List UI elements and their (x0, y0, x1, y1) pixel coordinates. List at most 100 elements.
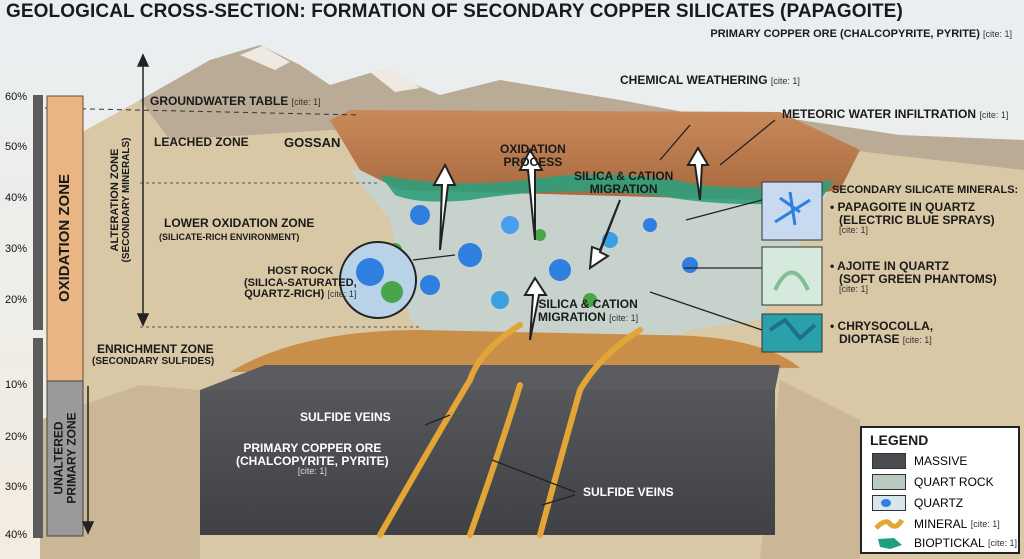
primary-ore-label: PRIMARY COPPER ORE (CHALCOPYRITE, PYRITE… (236, 442, 389, 477)
meteoric-text: METEORIC WATER INFILTRATION (782, 107, 976, 121)
host-rock-line1: HOST ROCK (267, 265, 334, 277)
tick-label: 30% (5, 243, 28, 255)
tick-label: 20% (5, 431, 28, 443)
alteration-zone-label: ALTERATION ZONE (SECONDARY MINERALS) (108, 137, 132, 263)
tick-label: 10% (5, 379, 28, 391)
unaltered-line1: UNALTERED (51, 421, 66, 495)
lower-oxidation-sub: (SILICATE-RICH ENVIRONMENT) (159, 232, 300, 242)
legend-label: MASSIVE (914, 454, 968, 468)
legend: LEGEND MASSIVE QUART ROCK QUARTZ MINERAL… (860, 426, 1020, 554)
lower-oxidation-label: LOWER OXIDATION ZONE (164, 216, 315, 230)
primary-zone-bar (46, 380, 84, 537)
chemical-weathering-label: CHEMICAL WEATHERING [cite: 1] (620, 74, 800, 87)
oxidation-process-line1: OXIDATION (500, 142, 566, 156)
ajoite-line2: (SOFT GREEN PHANTOMS) (839, 271, 997, 286)
host-rock-line3-text: QUARTZ-RICH) (244, 288, 325, 301)
tick-label: 40% (5, 529, 28, 541)
quartz-rock-swatch (872, 474, 906, 490)
ajoite-callout: • AJOITE IN QUARTZ (SOFT GREEN PHANTOMS)… (830, 259, 997, 295)
primary-ore-block (200, 390, 775, 535)
legend-item: QUART ROCK (872, 473, 994, 491)
tick-label: 60% (5, 91, 28, 103)
subtitle: PRIMARY COPPER ORE (CHALCOPYRITE, PYRITE… (710, 28, 1012, 41)
papagoite-callout: • PAPAGOITE IN QUARTZ (ELECTRIC BLUE SPR… (830, 200, 995, 236)
sulfide-veins-right-label: SULFIDE VEINS (583, 485, 674, 499)
legend-item: MASSIVE (872, 452, 967, 470)
legend-cite: [cite: 1] (970, 519, 1000, 529)
depth-scale-lower (33, 338, 43, 538)
silica-bottom-line1: SILICA & CATION (538, 297, 638, 311)
chrysocolla-callout: • CHRYSOCOLLA, DIOPTASE [cite: 1] (830, 319, 934, 346)
groundwater-table-label: GROUNDWATER TABLE [cite: 1] (150, 95, 321, 108)
primary-zone-arrow (81, 386, 95, 535)
ajoite-line1: AJOITE IN QUARTZ (837, 259, 950, 273)
legend-title: LEGEND (870, 432, 929, 448)
tick-label: 30% (5, 481, 28, 493)
alteration-line1: ALTERATION ZONE (108, 148, 121, 252)
bioptickal-swatch (872, 535, 906, 551)
gossan-label: GOSSAN (284, 135, 341, 150)
primary-ore-line1: PRIMARY COPPER ORE (243, 441, 382, 455)
legend-label: QUART ROCK (914, 475, 994, 489)
groundwater-text: GROUNDWATER TABLE (150, 94, 289, 108)
groundwater-cite: [cite: 1] (291, 97, 321, 107)
quartz-swatch (872, 495, 906, 511)
oxidation-zone-label: OXIDATION ZONE (56, 173, 74, 303)
legend-cite: [cite: 1] (988, 538, 1018, 548)
legend-label: BIOPTICKAL (914, 536, 985, 550)
papagoite-cite: [cite: 1] (839, 225, 869, 236)
minerals-heading: SECONDARY SILICATE MINERALS: (832, 184, 1019, 196)
sulfide-veins-left-label: SULFIDE VEINS (300, 410, 391, 424)
primary-ore-cite: [cite: 1] (297, 466, 327, 477)
gossan-layer (330, 110, 860, 200)
subtitle-text: PRIMARY COPPER ORE (CHALCOPYRITE, PYRITE… (710, 28, 980, 40)
enrichment-zone-sub: (SECONDARY SULFIDES) (92, 356, 215, 367)
legend-label: QUARTZ (914, 496, 964, 510)
silica-top-line1: SILICA & CATION (574, 169, 674, 183)
papagoite-line2: (ELECTRIC BLUE SPRAYS) (839, 212, 995, 227)
host-rock-line2: (SILICA-SATURATED, (244, 276, 357, 289)
chrysocolla-inset (761, 313, 823, 353)
papagoite-line1: PAPAGOITE IN QUARTZ (837, 200, 976, 214)
chrysocolla-line1: CHRYSOCOLLA, (837, 319, 934, 333)
primary-ore-line2: (CHALCOPYRITE, PYRITE) (236, 453, 389, 468)
migration-arrows (432, 146, 710, 341)
unaltered-line2: PRIMARY ZONE (64, 412, 78, 504)
legend-item: MINERAL [cite: 1] (872, 515, 1000, 533)
unaltered-zone-label: UNALTERED PRIMARY ZONE (51, 412, 78, 504)
alteration-line2: (SECONDARY MINERALS) (120, 137, 132, 263)
page-title: GEOLOGICAL CROSS-SECTION: FORMATION OF S… (6, 1, 903, 22)
tick-label: 20% (5, 294, 28, 306)
enrichment-zone-label: ENRICHMENT ZONE (97, 342, 214, 356)
meteoric-cite: [cite: 1] (979, 110, 1009, 120)
depth-scale-upper (33, 95, 43, 330)
tick-label: 50% (5, 141, 28, 153)
subtitle-cite: [cite: 1] (982, 29, 1012, 39)
ajoite-inset (761, 246, 823, 306)
massive-swatch (872, 453, 906, 469)
oxidation-process-label: OXIDATION PROCESS (500, 143, 566, 168)
chemical-weathering-cite: [cite: 1] (770, 76, 800, 86)
silica-migration-bottom-label: SILICA & CATION MIGRATION [cite: 1] (538, 298, 638, 323)
oxidation-zone-bar (46, 95, 84, 382)
legend-item: BIOPTICKAL [cite: 1] (872, 534, 1017, 552)
chrysocolla-line2: DIOPTASE (839, 331, 900, 346)
host-rock-line3: QUARTZ-RICH) [cite: 1] (244, 288, 357, 301)
silica-bottom-cite: [cite: 1] (609, 312, 639, 323)
leached-zone-label: LEACHED ZONE (154, 135, 249, 149)
legend-item: QUARTZ (872, 494, 963, 512)
legend-label: MINERAL (914, 517, 968, 531)
silica-bottom-line2: MIGRATION [cite: 1] (538, 309, 639, 324)
silica-migration-top-label: SILICA & CATION MIGRATION (574, 170, 673, 195)
silica-bottom-line2-text: MIGRATION (538, 309, 606, 324)
oxidation-process-line2: PROCESS (503, 154, 563, 169)
alteration-zone-arrow (136, 53, 150, 327)
host-rock-label: HOST ROCK (SILICA-SATURATED, QUARTZ-RICH… (244, 265, 357, 301)
ajoite-cite: [cite: 1] (839, 284, 869, 295)
chemical-weathering-text: CHEMICAL WEATHERING (620, 73, 768, 87)
meteoric-label: METEORIC WATER INFILTRATION [cite: 1] (782, 108, 1008, 121)
sulfide-vein-lines (377, 322, 643, 538)
enrichment-layer (230, 330, 800, 372)
host-rock-cite: [cite: 1] (327, 289, 357, 300)
